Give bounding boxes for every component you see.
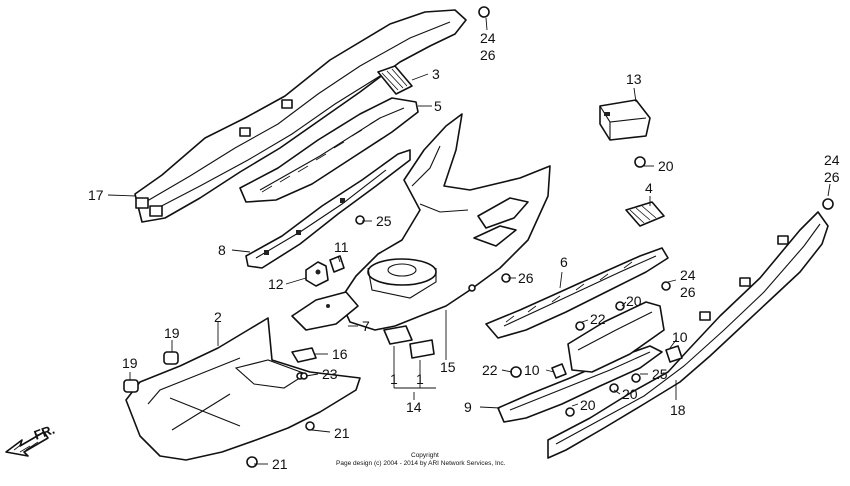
copyright-line-1: Copyright: [411, 452, 439, 459]
callout-14[interactable]: 14: [406, 399, 422, 415]
callout-15[interactable]: 15: [440, 359, 456, 375]
callout-12[interactable]: 12: [268, 276, 284, 292]
callout-17[interactable]: 17: [88, 187, 104, 203]
part-12-lock[interactable]: [305, 261, 329, 287]
copyright-line-2: Page design (c) 2004 - 2014 by ARI Netwo…: [336, 460, 506, 467]
callout-20[interactable]: 20: [658, 158, 674, 174]
callout-24[interactable]: 24: [480, 30, 496, 46]
part-15-center-cover[interactable]: [339, 113, 551, 331]
leader-lines: [107, 17, 831, 465]
part-11-clip[interactable]: [329, 255, 345, 273]
part-13-cover[interactable]: [599, 99, 651, 141]
callout-5[interactable]: 5: [434, 98, 442, 114]
callout-3[interactable]: 3: [432, 66, 440, 82]
callout-22[interactable]: 22: [590, 311, 606, 327]
part-19-grommet-a[interactable]: [163, 351, 179, 365]
callout-16[interactable]: 16: [332, 346, 348, 362]
callout-20[interactable]: 20: [580, 397, 596, 413]
callout-26[interactable]: 26: [480, 47, 496, 63]
part-3-grille[interactable]: [377, 65, 413, 95]
part-inner-panel[interactable]: [567, 301, 665, 373]
part-1-pad-right[interactable]: [409, 339, 435, 359]
callout-20[interactable]: 20: [626, 293, 642, 309]
part-7-lid[interactable]: [291, 291, 359, 331]
part-17-side-rail[interactable]: [134, 9, 467, 223]
part-10-clip-b[interactable]: [665, 345, 683, 363]
direction-label: FR.: [32, 422, 57, 443]
callout-26[interactable]: 26: [680, 284, 696, 300]
callout-19[interactable]: 19: [164, 325, 180, 341]
part-19-grommet-b[interactable]: [123, 379, 139, 393]
callout-4[interactable]: 4: [645, 180, 653, 196]
part-1-pad-left[interactable]: [383, 325, 413, 345]
callout-19[interactable]: 19: [122, 355, 138, 371]
callout-26[interactable]: 26: [518, 270, 534, 286]
part-2-lower-floor-panel[interactable]: [125, 317, 361, 461]
callout-2[interactable]: 2: [214, 309, 222, 325]
callout-25[interactable]: 25: [652, 366, 668, 382]
callout-13[interactable]: 13: [626, 71, 642, 87]
callout-10[interactable]: 10: [524, 362, 540, 378]
callout-7[interactable]: 7: [362, 318, 370, 334]
fasteners: [246, 6, 834, 468]
front-direction-arrow: FR.: [5, 422, 57, 457]
callout-24[interactable]: 24: [680, 267, 696, 283]
callout-22[interactable]: 22: [482, 362, 498, 378]
callout-21[interactable]: 21: [334, 425, 350, 441]
callout-10[interactable]: 10: [672, 329, 688, 345]
callout-labels: 24 26 3 5 17 13 20 24 26 4 25 8 11 12 26…: [88, 30, 840, 472]
part-4-grille[interactable]: [625, 201, 665, 227]
part-18-side-rail[interactable]: [547, 211, 829, 459]
callout-24[interactable]: 24: [824, 152, 840, 168]
callout-25[interactable]: 25: [376, 213, 392, 229]
callout-1[interactable]: 1: [390, 371, 398, 387]
part-9-step-bracket[interactable]: [497, 345, 663, 423]
callout-9[interactable]: 9: [464, 399, 472, 415]
part-5-step-floor-mat[interactable]: [239, 97, 419, 203]
part-16-clip[interactable]: [291, 347, 317, 363]
callout-1[interactable]: 1: [416, 371, 424, 387]
callout-21[interactable]: 21: [272, 456, 288, 472]
part-6-right-floor-mat[interactable]: [485, 247, 669, 339]
part-10-clip-a[interactable]: [551, 363, 567, 379]
callout-18[interactable]: 18: [670, 402, 686, 418]
callout-23[interactable]: 23: [322, 366, 338, 382]
callout-8[interactable]: 8: [218, 242, 226, 258]
callout-26[interactable]: 26: [824, 169, 840, 185]
callout-11[interactable]: 11: [334, 239, 349, 255]
callout-6[interactable]: 6: [560, 254, 568, 270]
part-8-step-bracket[interactable]: [245, 149, 411, 269]
callout-20[interactable]: 20: [622, 386, 638, 402]
